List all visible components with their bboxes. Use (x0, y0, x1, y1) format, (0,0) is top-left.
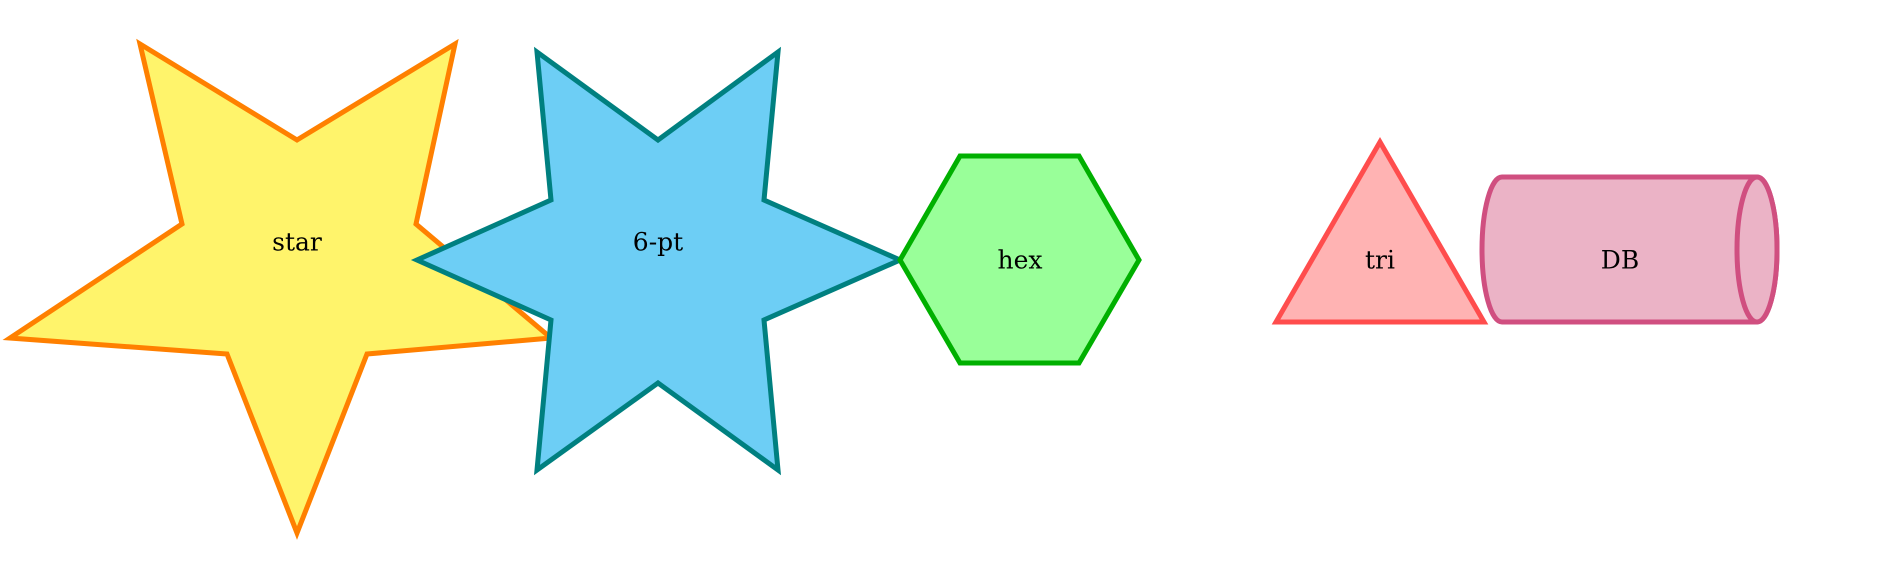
triangle-label: tri (1365, 246, 1395, 275)
star-label: star (272, 228, 322, 257)
six-outline (410, 46, 907, 476)
star-outline (2, 38, 558, 540)
hex-outline (897, 153, 1142, 366)
db-outline (1734, 174, 1780, 325)
hexagon-shape: hex (897, 153, 1142, 366)
database-label: DB (1601, 246, 1639, 275)
six-point-star-shape: 6-pt (410, 46, 907, 476)
database-cylinder-shape: DB (1479, 174, 1780, 325)
tri-outline (1271, 137, 1489, 325)
star-shape: star (2, 38, 558, 540)
hexagon-label: hex (998, 246, 1043, 275)
triangle-shape: tri (1271, 137, 1489, 325)
six-point-star-label: 6-pt (633, 228, 683, 257)
